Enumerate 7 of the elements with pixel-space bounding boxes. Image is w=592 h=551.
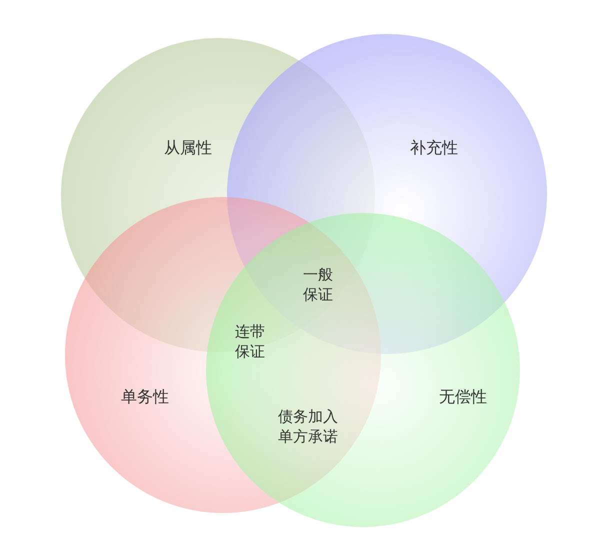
overlap-label: 连带保证 bbox=[235, 322, 265, 362]
circle-label: 补充性 bbox=[410, 140, 458, 156]
overlap-label: 一般保证 bbox=[303, 266, 333, 304]
circle-label: 从属性 bbox=[164, 140, 212, 156]
circle-label: 无偿性 bbox=[439, 389, 487, 405]
overlap-label: 债务加入单方承诺 bbox=[278, 408, 338, 446]
circle-label: 单务性 bbox=[121, 389, 169, 405]
